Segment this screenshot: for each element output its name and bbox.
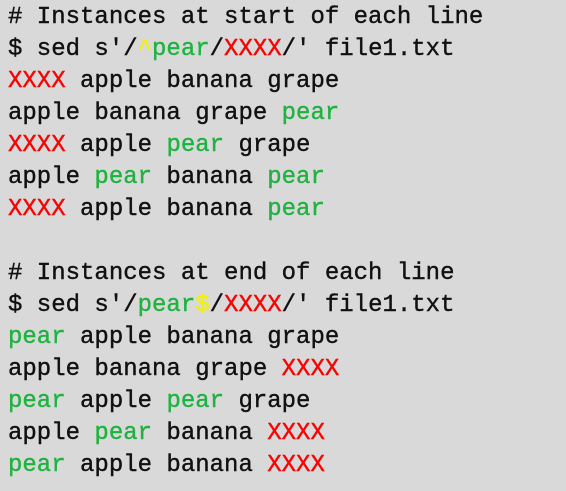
text-segment: # Instances at start of each line [8, 4, 484, 31]
text-segment: banana [152, 420, 268, 447]
text-segment: XXXX [8, 132, 66, 159]
text-segment: grape [224, 388, 311, 415]
text-segment: XXXX [8, 68, 66, 95]
text-segment: apple banana grape [65, 324, 340, 351]
text-segment: XXXX [267, 420, 325, 447]
text-segment: ^ [137, 36, 153, 63]
text-segment: pear [267, 164, 325, 191]
text-segment: /' file1.txt [281, 36, 455, 63]
terminal-line: apple pear banana XXXX [8, 418, 566, 450]
terminal-line: apple banana grape pear [8, 98, 566, 130]
text-segment: pear [8, 388, 66, 415]
text-segment: apple banana grape [8, 356, 282, 383]
terminal-line: apple pear banana pear [8, 162, 566, 194]
text-segment: pear [281, 100, 340, 127]
text-segment: apple [8, 164, 95, 191]
text-segment: # Instances at end of each line [8, 260, 455, 287]
text-segment: XXXX [224, 292, 282, 319]
text-segment: apple [65, 132, 167, 159]
text-segment: / [209, 36, 225, 63]
text-segment: pear [94, 420, 153, 447]
terminal-line: XXXX apple pear grape [8, 130, 566, 162]
text-segment: pear [267, 196, 325, 223]
text-segment: pear [152, 36, 210, 63]
text-segment: apple [65, 388, 167, 415]
text-segment: apple banana [65, 196, 268, 223]
terminal-line: # Instances at start of each line [8, 2, 566, 34]
terminal-line: XXXX apple banana grape [8, 66, 566, 98]
terminal-line: $ sed s'/pear$/XXXX/' file1.txt [8, 290, 566, 322]
text-segment: pear [137, 292, 196, 319]
terminal-line: pear apple banana XXXX [8, 450, 566, 482]
text-segment: grape [224, 132, 311, 159]
text-segment: $ sed s'/ [8, 36, 138, 63]
text-segment: pear [166, 132, 225, 159]
terminal-line: apple banana grape XXXX [8, 354, 566, 386]
text-segment: pear [166, 388, 225, 415]
text-segment: banana [152, 164, 268, 191]
text-segment: /' file1.txt [281, 292, 455, 319]
text-segment: XXXX [224, 36, 282, 63]
terminal-line: pear apple pear grape [8, 386, 566, 418]
text-segment: pear [94, 164, 153, 191]
text-segment: $ [195, 292, 210, 319]
terminal-line: XXXX apple banana pear [8, 194, 566, 226]
text-segment: $ sed s'/ [8, 292, 138, 319]
text-segment: XXXX [267, 452, 325, 479]
text-segment: pear [8, 324, 66, 351]
text-segment: XXXX [281, 356, 340, 383]
text-segment: apple banana grape [8, 100, 282, 127]
text-segment: / [209, 292, 225, 319]
text-segment: apple [8, 420, 95, 447]
terminal-line: $ sed s'/^pear/XXXX/' file1.txt [8, 34, 566, 66]
terminal-line: # Instances at end of each line [8, 258, 566, 290]
text-segment: apple banana grape [65, 68, 340, 95]
blank-line [8, 226, 566, 258]
text-segment: apple banana [65, 452, 268, 479]
text-segment: XXXX [8, 196, 66, 223]
terminal-line: pear apple banana grape [8, 322, 566, 354]
text-segment: pear [8, 452, 66, 479]
